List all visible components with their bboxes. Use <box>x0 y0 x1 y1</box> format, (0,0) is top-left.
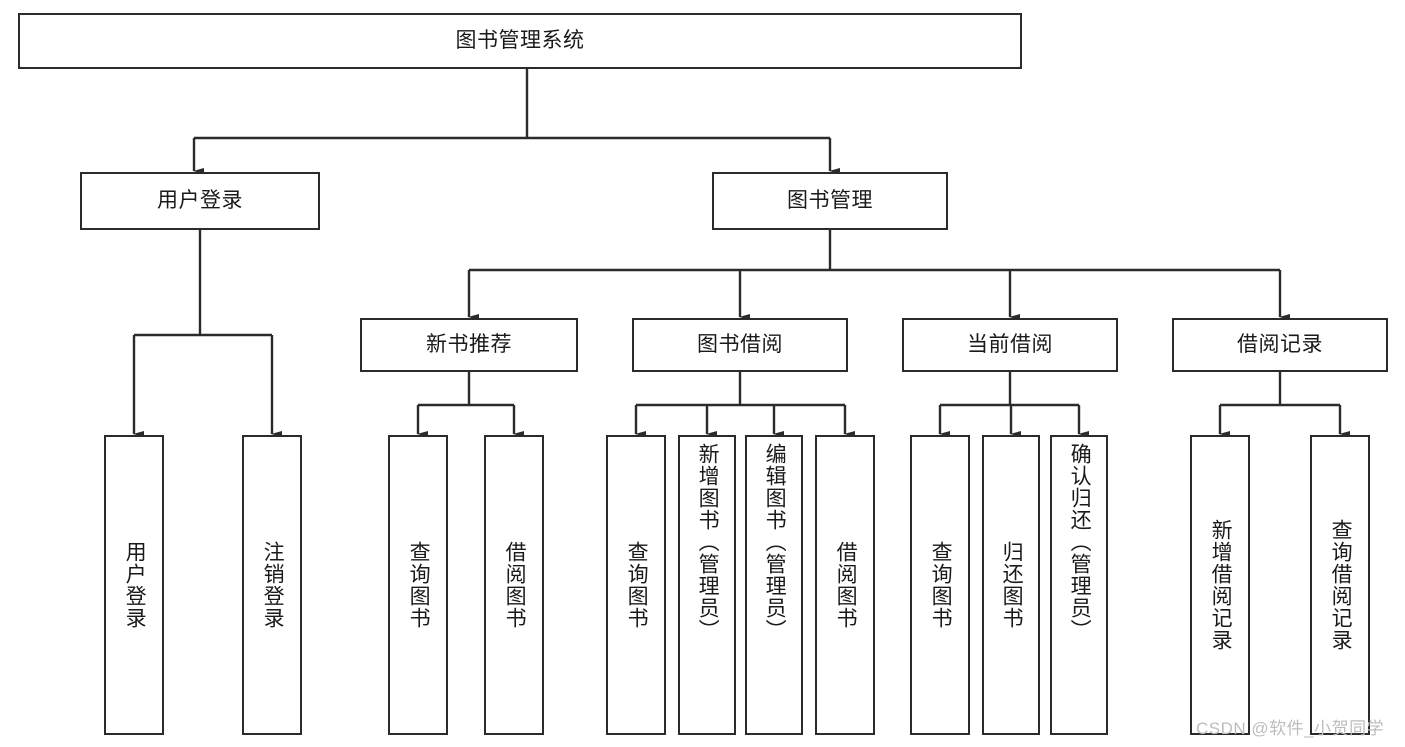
leaf-query-book-1[interactable]: 查询图书 <box>388 435 448 735</box>
node-borrow-record[interactable]: 借阅记录 <box>1172 318 1388 372</box>
node-current-borrow[interactable]: 当前借阅 <box>902 318 1118 372</box>
node-label: 新增图书（管理员） <box>696 443 720 641</box>
node-label: 借阅记录 <box>1237 333 1323 357</box>
node-root[interactable]: 图书管理系统 <box>18 13 1022 69</box>
leaf-return-book[interactable]: 归还图书 <box>982 435 1040 735</box>
node-label: 查询图书 <box>407 541 431 629</box>
leaf-query-borrow-record[interactable]: 查询借阅记录 <box>1310 435 1370 735</box>
leaf-edit-book-admin[interactable]: 编辑图书（管理员） <box>745 435 803 735</box>
node-new-book-recommend[interactable]: 新书推荐 <box>360 318 578 372</box>
node-label: 确认归还（管理员） <box>1068 443 1092 641</box>
node-book-management[interactable]: 图书管理 <box>712 172 948 230</box>
leaf-logout[interactable]: 注销登录 <box>242 435 302 735</box>
leaf-add-borrow-record[interactable]: 新增借阅记录 <box>1190 435 1250 735</box>
leaf-borrow-book-1[interactable]: 借阅图书 <box>484 435 544 735</box>
node-label: 查询图书 <box>625 541 649 629</box>
leaf-query-book-3[interactable]: 查询图书 <box>910 435 970 735</box>
node-label: 编辑图书（管理员） <box>763 443 787 641</box>
node-label: 新增借阅记录 <box>1209 519 1233 651</box>
leaf-query-book-2[interactable]: 查询图书 <box>606 435 666 735</box>
node-label: 图书管理 <box>787 189 873 213</box>
node-label: 用户登录 <box>157 189 243 213</box>
leaf-borrow-book-2[interactable]: 借阅图书 <box>815 435 875 735</box>
node-label: 借阅图书 <box>503 541 527 629</box>
watermark: CSDN @软件_小贺同学 <box>1196 719 1385 738</box>
node-label: 图书管理系统 <box>455 29 585 53</box>
leaf-confirm-return-admin[interactable]: 确认归还（管理员） <box>1050 435 1108 735</box>
node-label: 图书借阅 <box>697 333 783 357</box>
node-label: 注销登录 <box>261 541 285 629</box>
node-label: 查询图书 <box>929 541 953 629</box>
leaf-user-login[interactable]: 用户登录 <box>104 435 164 735</box>
node-label: 查询借阅记录 <box>1329 519 1353 651</box>
node-label: 归还图书 <box>1000 541 1024 629</box>
node-user-login[interactable]: 用户登录 <box>80 172 320 230</box>
node-book-borrow[interactable]: 图书借阅 <box>632 318 848 372</box>
node-label: 当前借阅 <box>967 333 1053 357</box>
node-label: 借阅图书 <box>834 541 858 629</box>
node-label: 用户登录 <box>123 541 147 629</box>
leaf-add-book-admin[interactable]: 新增图书（管理员） <box>678 435 736 735</box>
node-label: 新书推荐 <box>426 333 512 357</box>
